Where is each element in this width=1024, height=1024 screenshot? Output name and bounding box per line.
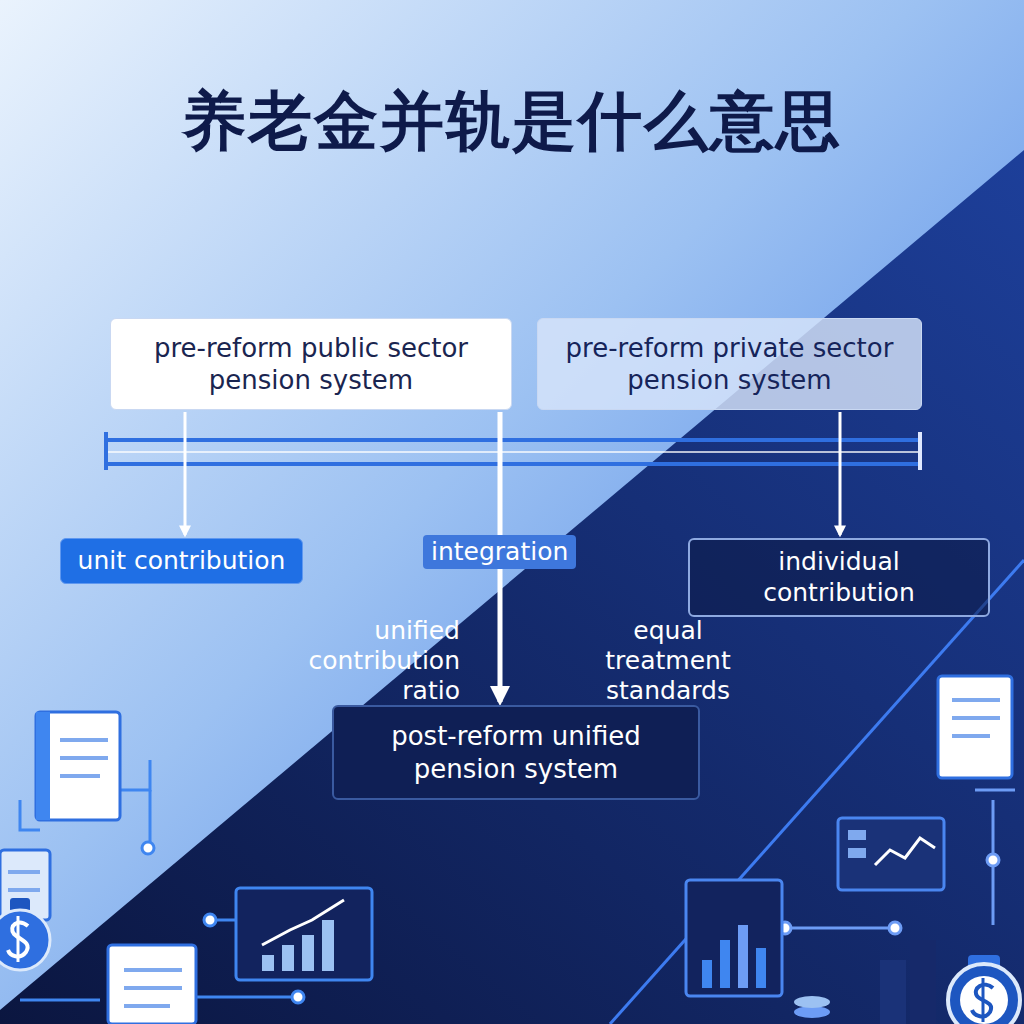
bar-stub: [880, 940, 936, 1024]
title: 养老金并轨是什么意思: [0, 78, 1024, 165]
box-text: pre-reform private sector pension system: [552, 332, 907, 397]
annotation-label: unified contribution ratio: [300, 616, 460, 706]
timeline-bar: [106, 432, 920, 470]
bar-chart-icon: [236, 888, 372, 980]
source-box: pre-reform public sector pension system: [110, 318, 512, 410]
money-bag-icon: [948, 955, 1020, 1024]
contribution-box: individual contribution: [688, 538, 990, 617]
money-bag-icon: [0, 898, 50, 970]
document-icon: [938, 676, 1012, 778]
flow-arrow: [184, 412, 187, 535]
flow-arrow: [839, 412, 842, 535]
source-box: pre-reform private sector pension system: [537, 318, 922, 410]
right-illustration: [779, 790, 1015, 934]
dark-ground: [0, 150, 1024, 1024]
edge-label: integration: [423, 535, 576, 569]
document-icon: [108, 945, 196, 1024]
box-text: unit contribution: [78, 545, 286, 576]
coin-stack: [794, 996, 830, 1018]
annotation-label: equal treatment standards: [568, 616, 768, 706]
result-box: post-reform unified pension system: [332, 705, 700, 800]
box-text: individual contribution: [704, 546, 974, 609]
line-chart-icon: [838, 818, 944, 890]
box-text: post-reform unified pension system: [348, 720, 684, 785]
bar-chart-icon: [686, 880, 782, 996]
document-icon: [36, 712, 120, 820]
box-text: pre-reform public sector pension system: [125, 332, 497, 397]
contribution-box: unit contribution: [60, 538, 303, 584]
